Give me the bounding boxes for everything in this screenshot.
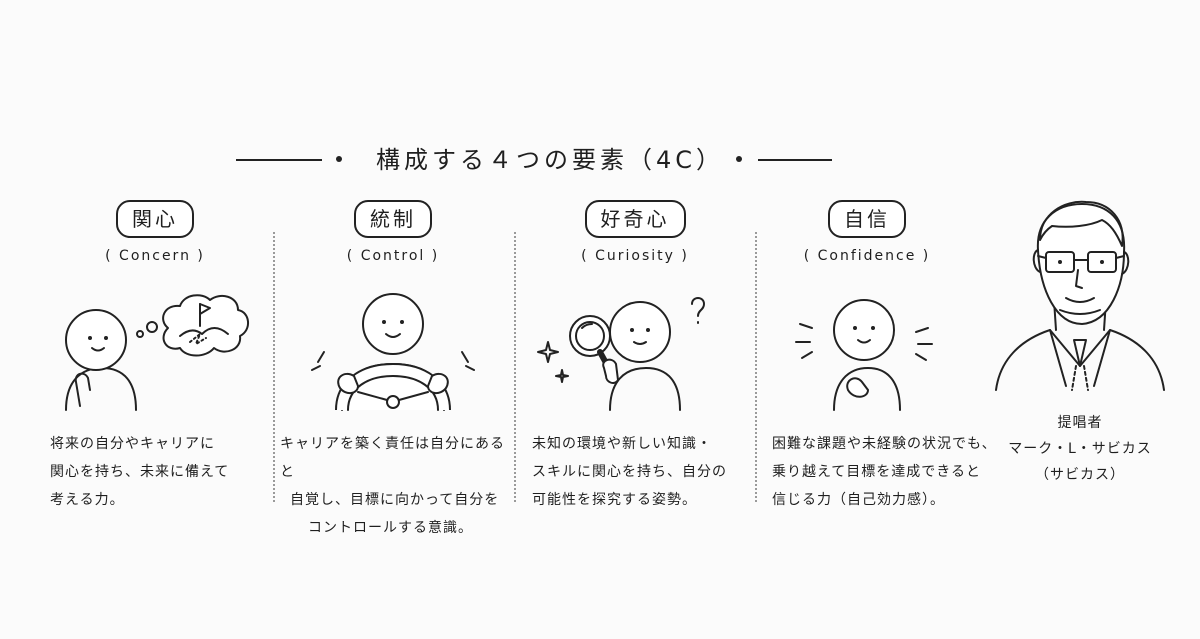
title-left-line (236, 159, 322, 161)
proponent-info: 提唱者 マーク・L・サビカス （サビカス） (985, 410, 1175, 488)
element-label: 関心 (116, 200, 194, 238)
concern-illustration (65, 294, 249, 411)
proponent-name: マーク・L・サビカス (1008, 441, 1152, 457)
curious-person-icon (609, 301, 681, 411)
question-mark-icon (691, 297, 705, 324)
confidence-lines-left-icon (795, 323, 813, 359)
element-english: ( Concern ) (105, 248, 205, 264)
thinking-person-icon (65, 309, 137, 411)
proponent-role: 提唱者 (1057, 415, 1103, 431)
confidence-illustration (795, 299, 933, 411)
element-description: キャリアを築く責任は自分にあると 自覚し、目標に向かって自分を コントロールする… (280, 430, 510, 542)
element-control: 統制 ( Control ) (278, 200, 508, 264)
thought-bubble-flag-icon (136, 294, 249, 357)
column-divider (755, 232, 757, 502)
desc-line: コントロールする意識。 (308, 520, 473, 536)
element-label: 好奇心 (584, 200, 686, 238)
page-title: 構成する４つの要素（4C） (375, 146, 725, 174)
desc-line: 信じる力（自己効力感）。 (772, 492, 945, 508)
desc-line: スキルに関心を持ち、自分の (532, 464, 727, 480)
desc-line: 可能性を探究する姿勢。 (532, 492, 697, 508)
confidence-lines-right-icon (915, 327, 933, 361)
desc-line: 乗り越えて目標を達成できると (772, 464, 982, 480)
element-english: ( Curiosity ) (581, 248, 689, 264)
sparkle-icon (537, 341, 559, 363)
title-right-line (758, 159, 832, 161)
title-left-dot (336, 156, 342, 162)
column-divider (514, 232, 516, 502)
element-label: 統制 (354, 200, 432, 238)
title-right-dot (736, 156, 742, 162)
element-description: 未知の環境や新しい知識・ スキルに関心を持ち、自分の 可能性を探究する姿勢。 (532, 430, 762, 514)
element-english: ( Control ) (346, 248, 440, 264)
element-confidence: 自信 ( Confidence ) (752, 200, 982, 264)
column-divider (273, 232, 275, 502)
confident-person-icon (833, 299, 901, 411)
desc-line: 関心を持ち、未来に備えて (50, 464, 230, 480)
control-illustration (311, 293, 475, 411)
desc-line: 自覚し、目標に向かって自分を (290, 492, 500, 508)
motion-right-icon (461, 351, 475, 371)
steering-wheel-icon (335, 363, 451, 411)
sparkle-small-icon (555, 369, 569, 383)
element-english: ( Confidence ) (803, 248, 931, 264)
desc-line: 考える力。 (50, 492, 125, 508)
curiosity-illustration (537, 297, 705, 411)
magnifying-glass-icon (569, 315, 619, 384)
desc-line: キャリアを築く責任は自分にあると (280, 436, 505, 480)
proponent-reading: （サビカス） (1035, 467, 1125, 483)
title-row: 構成する４つの要素（4C） (0, 142, 1200, 178)
element-label: 自信 (828, 200, 906, 238)
element-description: 困難な課題や未経験の状況でも、 乗り越えて目標を達成できると 信じる力（自己効力… (772, 430, 1002, 514)
desc-line: 未知の環境や新しい知識・ (532, 436, 712, 452)
element-concern: 関心 ( Concern ) (40, 200, 270, 264)
man-portrait-icon (995, 200, 1165, 391)
element-description: 将来の自分やキャリアに 関心を持ち、未来に備えて 考える力。 (50, 430, 280, 514)
element-curiosity: 好奇心 ( Curiosity ) (520, 200, 750, 264)
motion-left-icon (311, 351, 325, 371)
desc-line: 困難な課題や未経験の状況でも、 (772, 436, 997, 452)
desc-line: 将来の自分やキャリアに (50, 436, 215, 452)
